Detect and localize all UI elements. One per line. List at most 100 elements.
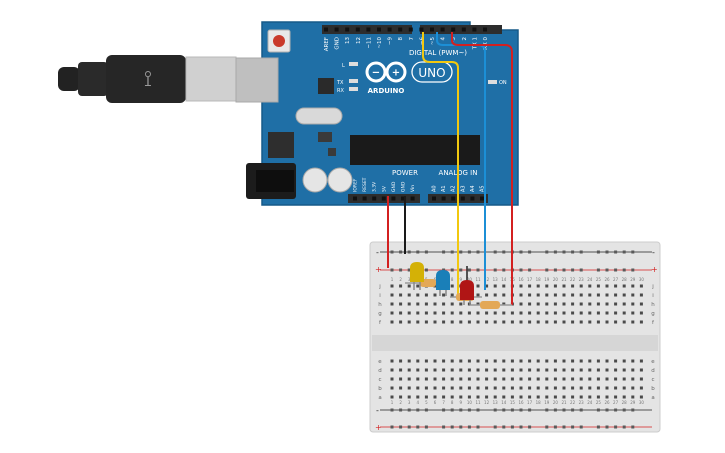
rail-hole[interactable] — [571, 268, 575, 272]
breadboard-hole[interactable] — [545, 359, 549, 363]
analog-pin[interactable] — [432, 196, 436, 201]
breadboard-hole[interactable] — [399, 359, 403, 363]
breadboard-hole[interactable] — [476, 359, 480, 363]
breadboard-hole[interactable] — [553, 320, 557, 324]
breadboard-hole[interactable] — [562, 377, 566, 381]
rail-hole[interactable] — [390, 408, 394, 412]
breadboard-hole[interactable] — [545, 386, 549, 390]
breadboard-hole[interactable] — [407, 311, 411, 315]
breadboard-hole[interactable] — [622, 284, 626, 288]
rail-hole[interactable] — [605, 425, 609, 429]
breadboard-hole[interactable] — [459, 311, 463, 315]
breadboard-hole[interactable] — [476, 320, 480, 324]
breadboard-hole[interactable] — [450, 284, 454, 288]
rail-hole[interactable] — [502, 425, 506, 429]
breadboard-hole[interactable] — [493, 284, 497, 288]
breadboard-hole[interactable] — [545, 293, 549, 297]
rail-hole[interactable] — [442, 408, 446, 412]
digital-pin[interactable] — [398, 27, 403, 32]
rail-hole[interactable] — [622, 268, 626, 272]
breadboard-hole[interactable] — [476, 386, 480, 390]
rail-hole[interactable] — [545, 408, 549, 412]
breadboard-hole[interactable] — [631, 359, 635, 363]
wire-red-signal[interactable] — [451, 32, 513, 305]
breadboard-hole[interactable] — [528, 311, 532, 315]
rail-hole[interactable] — [605, 250, 609, 254]
breadboard-hole[interactable] — [459, 359, 463, 363]
breadboard-hole[interactable] — [407, 284, 411, 288]
breadboard-hole[interactable] — [528, 293, 532, 297]
rail-hole[interactable] — [528, 408, 532, 412]
rail-hole[interactable] — [467, 268, 471, 272]
breadboard-hole[interactable] — [528, 377, 532, 381]
rail-hole[interactable] — [442, 425, 446, 429]
breadboard-hole[interactable] — [579, 386, 583, 390]
rail-hole[interactable] — [502, 250, 506, 254]
digital-pin[interactable] — [419, 27, 424, 32]
breadboard-hole[interactable] — [631, 320, 635, 324]
breadboard-hole[interactable] — [622, 311, 626, 315]
breadboard-hole[interactable] — [571, 320, 575, 324]
breadboard-hole[interactable] — [433, 377, 437, 381]
rail-hole[interactable] — [476, 268, 480, 272]
breadboard-hole[interactable] — [442, 320, 446, 324]
breadboard-holes[interactable] — [390, 250, 643, 429]
breadboard-hole[interactable] — [519, 359, 523, 363]
breadboard-hole[interactable] — [502, 377, 506, 381]
rail-hole[interactable] — [407, 268, 411, 272]
digital-pin[interactable] — [334, 27, 339, 32]
breadboard-hole[interactable] — [631, 377, 635, 381]
breadboard-hole[interactable] — [571, 311, 575, 315]
rail-hole[interactable] — [502, 268, 506, 272]
rail-hole[interactable] — [562, 268, 566, 272]
breadboard-hole[interactable] — [433, 320, 437, 324]
breadboard-hole[interactable] — [579, 377, 583, 381]
breadboard-hole[interactable] — [399, 284, 403, 288]
rail-hole[interactable] — [519, 268, 523, 272]
breadboard-hole[interactable] — [450, 395, 454, 399]
breadboard-hole[interactable] — [390, 377, 394, 381]
breadboard-hole[interactable] — [390, 284, 394, 288]
breadboard-hole[interactable] — [416, 302, 420, 306]
breadboard-hole[interactable] — [399, 302, 403, 306]
digital-pin[interactable] — [345, 27, 350, 32]
breadboard-hole[interactable] — [476, 293, 480, 297]
breadboard-hole[interactable] — [596, 293, 600, 297]
breadboard-hole[interactable] — [476, 311, 480, 315]
rail-hole[interactable] — [571, 250, 575, 254]
breadboard-hole[interactable] — [407, 359, 411, 363]
breadboard-hole[interactable] — [614, 395, 618, 399]
breadboard-hole[interactable] — [459, 368, 463, 372]
breadboard-hole[interactable] — [639, 359, 643, 363]
rail-hole[interactable] — [579, 408, 583, 412]
breadboard-hole[interactable] — [631, 302, 635, 306]
breadboard-hole[interactable] — [571, 395, 575, 399]
rail-hole[interactable] — [450, 408, 454, 412]
breadboard-hole[interactable] — [442, 386, 446, 390]
rail-hole[interactable] — [476, 425, 480, 429]
rail-hole[interactable] — [528, 425, 532, 429]
breadboard-hole[interactable] — [493, 293, 497, 297]
digital-pin[interactable] — [451, 27, 456, 32]
breadboard-hole[interactable] — [407, 293, 411, 297]
breadboard-hole[interactable] — [416, 377, 420, 381]
rail-hole[interactable] — [459, 268, 463, 272]
reset-button-cap[interactable] — [273, 35, 285, 47]
power-pin[interactable] — [362, 196, 367, 201]
breadboard-hole[interactable] — [442, 368, 446, 372]
breadboard-hole[interactable] — [614, 293, 618, 297]
breadboard-hole[interactable] — [519, 386, 523, 390]
breadboard-hole[interactable] — [622, 320, 626, 324]
breadboard-hole[interactable] — [450, 377, 454, 381]
breadboard-hole[interactable] — [459, 395, 463, 399]
breadboard-hole[interactable] — [528, 284, 532, 288]
breadboard-hole[interactable] — [467, 320, 471, 324]
breadboard-hole[interactable] — [596, 311, 600, 315]
rail-hole[interactable] — [528, 268, 532, 272]
rail-hole[interactable] — [442, 268, 446, 272]
breadboard-hole[interactable] — [562, 368, 566, 372]
breadboard-hole[interactable] — [596, 386, 600, 390]
breadboard-hole[interactable] — [493, 368, 497, 372]
breadboard-hole[interactable] — [476, 368, 480, 372]
breadboard-hole[interactable] — [562, 395, 566, 399]
